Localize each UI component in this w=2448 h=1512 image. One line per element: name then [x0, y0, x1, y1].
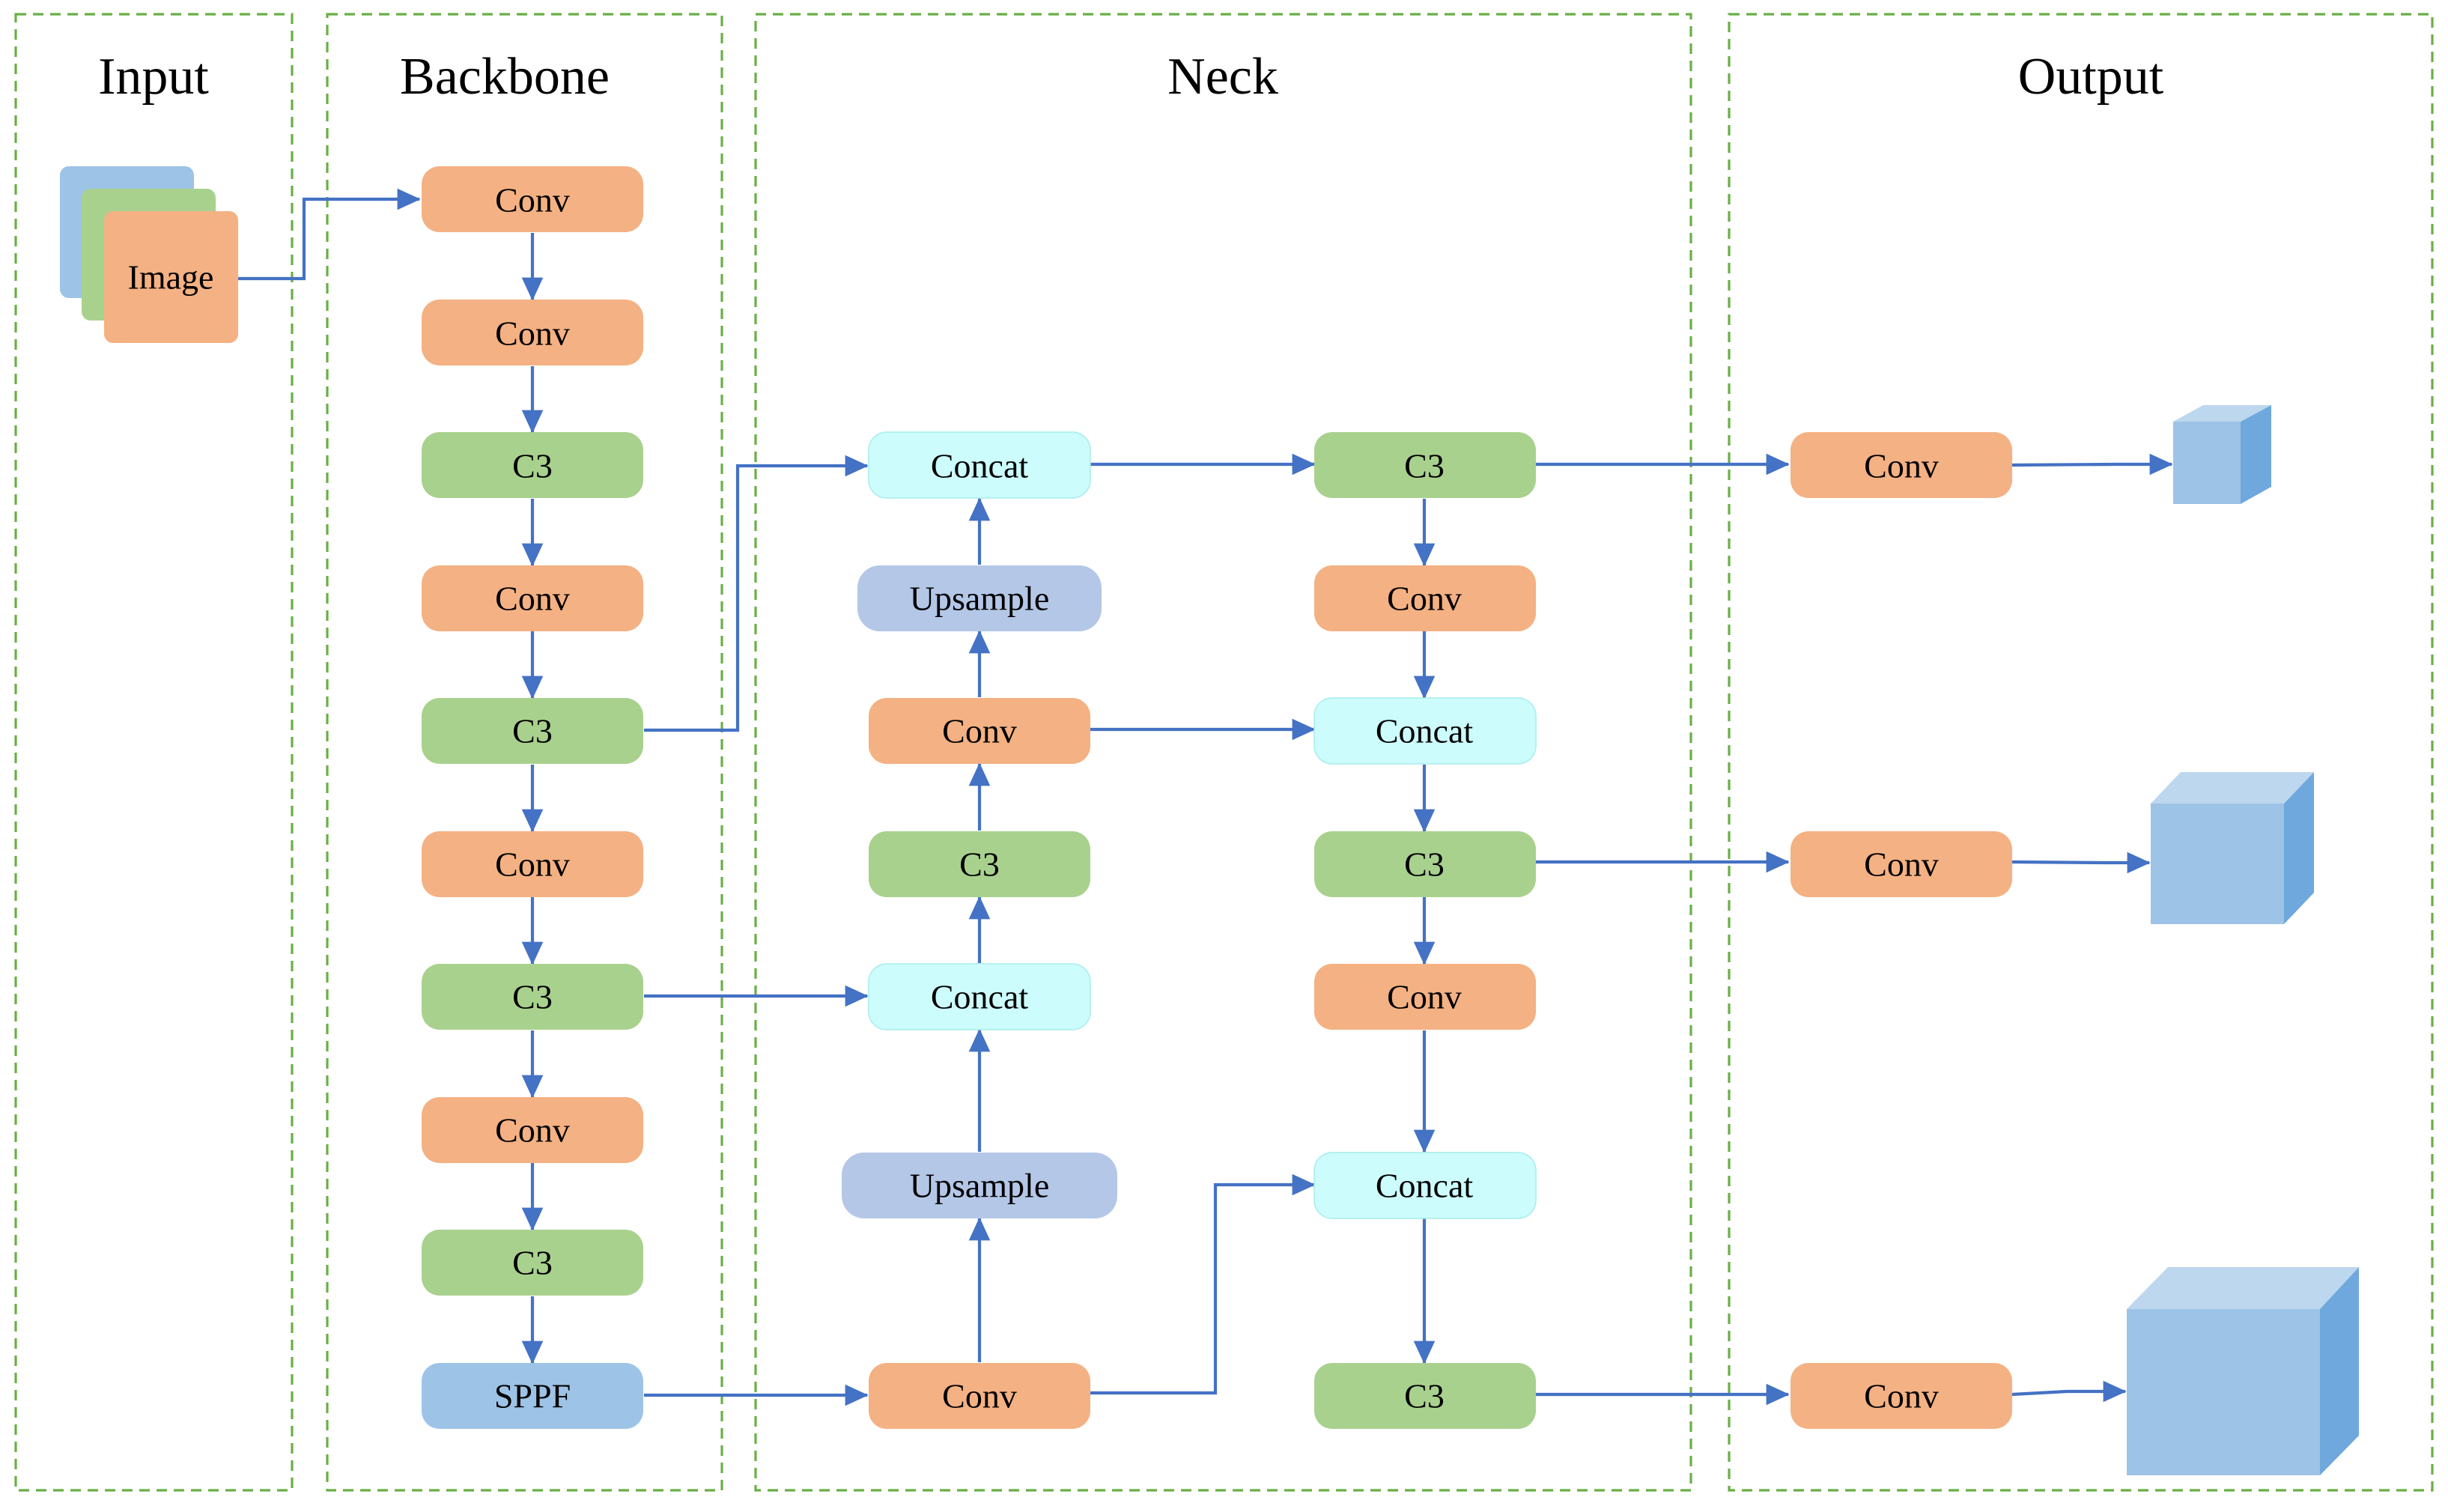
neck-upsample-top-label: Upsample	[910, 580, 1050, 618]
neck-c3-bottom: C3	[1314, 1363, 1536, 1429]
image-label: Image	[128, 258, 214, 297]
arrow-out-conv-to-cube-small	[2011, 453, 2173, 476]
output-section	[1728, 13, 2434, 1492]
output-conv-medium: Conv	[1791, 831, 2012, 897]
backbone-sppf-label: SPPF	[494, 1377, 571, 1415]
neck-upsample-bottom: Upsample	[842, 1153, 1117, 1218]
backbone-conv-4: Conv	[422, 831, 643, 897]
neck-left-nodes: Concat Upsample Conv C3 Concat Upsample …	[842, 431, 1117, 1429]
neck-c3-bottom-label: C3	[1404, 1377, 1445, 1415]
output-conv-medium-label: Conv	[1864, 845, 1939, 884]
output-conv-large: Conv	[1791, 1363, 2012, 1429]
output-conv-small-label: Conv	[1864, 447, 1939, 485]
output-cube-small	[2173, 405, 2271, 504]
neck-title: Neck	[1167, 48, 1278, 106]
arrow-out-conv-to-cube-medium	[2011, 851, 2151, 874]
neck-concat-mid: Concat	[868, 963, 1091, 1030]
neck-upsample-bottom-label: Upsample	[910, 1167, 1050, 1205]
neck-c3-mid: C3	[869, 831, 1090, 897]
backbone-conv-5: Conv	[422, 1097, 643, 1163]
backbone-nodes: Conv Conv C3 Conv C3 Conv C3 Conv	[422, 166, 643, 1429]
backbone-c3-3-label: C3	[512, 978, 553, 1016]
backbone-c3-3: C3	[422, 964, 643, 1030]
backbone-conv-5-label: Conv	[495, 1111, 570, 1150]
backbone-conv-2-label: Conv	[495, 315, 570, 353]
neck-concat-r2-label: Concat	[1376, 1167, 1474, 1205]
neck-c3-top-label: C3	[1404, 447, 1445, 485]
backbone-title: Backbone	[400, 48, 610, 106]
backbone-conv-3-label: Conv	[495, 580, 570, 618]
neck-c3-top: C3	[1314, 432, 1536, 498]
neck-conv-mid-label: Conv	[942, 712, 1017, 750]
arrow-out-conv-to-cube-large	[2011, 1380, 2127, 1403]
backbone-conv-4-label: Conv	[495, 845, 570, 884]
neck-concat-top: Concat	[868, 431, 1091, 499]
backbone-conv-3: Conv	[422, 565, 643, 631]
input-section	[14, 13, 294, 1492]
neck-conv-r2-label: Conv	[1387, 978, 1462, 1016]
output-conv-large-label: Conv	[1864, 1377, 1939, 1415]
neck-conv-r1-label: Conv	[1387, 580, 1462, 618]
neck-conv-r1: Conv	[1314, 565, 1536, 631]
output-nodes: Conv Conv Conv	[1791, 432, 2012, 1429]
backbone-c3-2-label: C3	[512, 712, 553, 750]
image-layer-front	[104, 211, 238, 343]
arrow-c3-to-concat-top	[644, 455, 869, 732]
output-cube-large	[2127, 1267, 2359, 1475]
backbone-section	[326, 13, 723, 1492]
neck-concat-r1-label: Concat	[1376, 712, 1474, 750]
output-cube-medium	[2151, 772, 2314, 924]
backbone-conv-2: Conv	[422, 300, 643, 365]
backbone-conv-1: Conv	[422, 166, 643, 232]
neck-concat-r2: Concat	[1313, 1152, 1537, 1219]
backbone-c3-4-label: C3	[512, 1244, 553, 1282]
neck-right-nodes: C3 Conv Concat C3 Conv Concat C3	[1313, 432, 1537, 1429]
neck-section	[754, 13, 1692, 1492]
input-image-stack: Image	[60, 166, 238, 343]
arrow-image-to-conv	[238, 188, 421, 281]
neck-concat-r1: Concat	[1313, 697, 1537, 765]
arrow-conv-bottom-to-concat-r2	[1090, 1174, 1316, 1395]
neck-conv-bottom: Conv	[869, 1363, 1090, 1429]
neck-conv-bottom-label: Conv	[942, 1377, 1017, 1415]
neck-c3-r2-label: C3	[1404, 845, 1445, 884]
output-title: Output	[2018, 48, 2164, 106]
neck-c3-r2: C3	[1314, 831, 1536, 897]
neck-concat-top-label: Concat	[931, 447, 1029, 485]
backbone-c3-1-label: C3	[512, 447, 553, 485]
backbone-conv-1-label: Conv	[495, 181, 570, 219]
connections	[238, 188, 2173, 1406]
neck-conv-r2: Conv	[1314, 964, 1536, 1030]
output-conv-small: Conv	[1791, 432, 2012, 498]
input-title: Input	[98, 48, 209, 106]
backbone-sppf: SPPF	[422, 1363, 643, 1429]
backbone-c3-4: C3	[422, 1230, 643, 1296]
backbone-c3-1: C3	[422, 432, 643, 498]
backbone-c3-2: C3	[422, 698, 643, 764]
neck-c3-mid-label: C3	[959, 845, 1000, 884]
neck-conv-mid: Conv	[869, 698, 1090, 764]
neck-concat-mid-label: Concat	[931, 978, 1029, 1016]
neck-upsample-top: Upsample	[857, 565, 1102, 631]
